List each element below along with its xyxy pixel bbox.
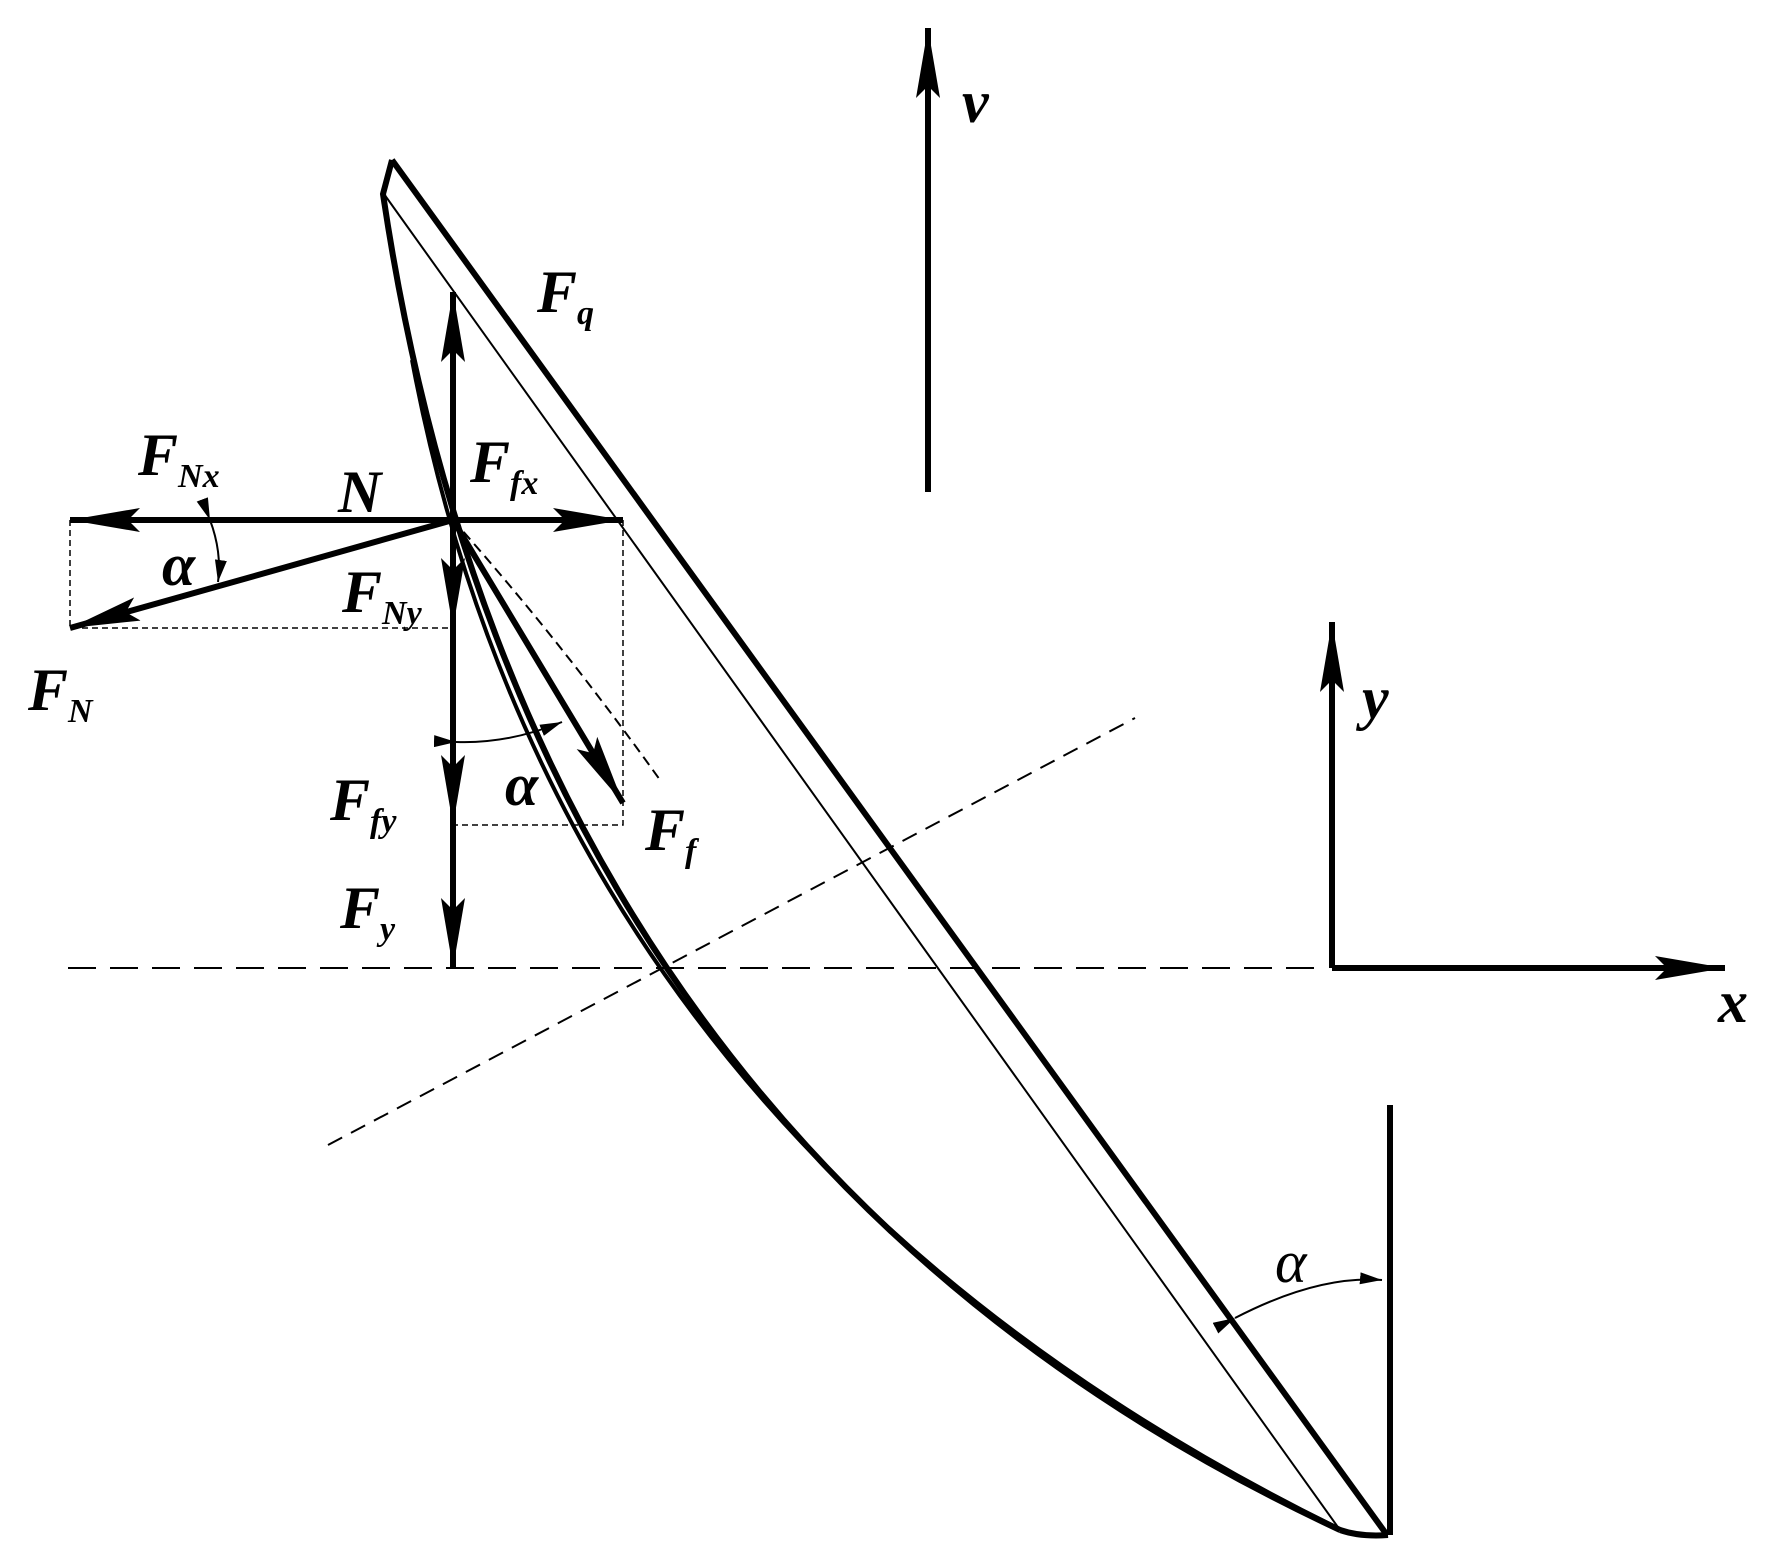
label-fny: FNy <box>341 559 423 632</box>
label-n: N <box>337 459 384 525</box>
fn-arrow <box>69 517 454 631</box>
label-ffx: Ffx <box>469 429 538 502</box>
blade-tip <box>1339 1527 1389 1539</box>
label-v: v <box>962 69 990 135</box>
alpha-arc-bottom <box>1212 1272 1383 1334</box>
label-alpha-top: α <box>162 532 196 598</box>
angle-arcs <box>196 497 1383 1334</box>
label-fq: Fq <box>536 259 594 332</box>
alpha-arc-top <box>196 497 227 583</box>
label-y-axis: y <box>1356 665 1389 731</box>
ff-arrow <box>450 518 626 805</box>
labels: v Fq FNx N Ffx α FNy FN y α Ff <box>27 69 1748 1295</box>
ff-component-box <box>453 520 624 826</box>
reference-lines <box>68 520 1325 1146</box>
label-alpha-bottom: α <box>1275 1229 1308 1295</box>
blade <box>379 158 1390 1539</box>
label-alpha-mid: α <box>505 752 539 818</box>
oblique-dashed-line <box>327 717 1136 1146</box>
coordinate-axes <box>1320 622 1725 1535</box>
label-fy: Fy <box>339 875 396 948</box>
label-ff: Ff <box>644 797 700 870</box>
label-x-axis: x <box>1717 969 1748 1035</box>
label-fnx: FNx <box>137 422 220 495</box>
blade-lower-curve-outer <box>379 159 1342 1533</box>
label-ffy: Ffy <box>329 767 397 840</box>
label-fn: FN <box>27 657 94 730</box>
fn-component-box <box>69 520 448 629</box>
force-arrows <box>69 292 626 968</box>
blade-lower-curve-inner <box>410 359 1349 1535</box>
alpha-arc-mid <box>433 721 563 748</box>
blade-dashed-tangent <box>452 519 661 781</box>
